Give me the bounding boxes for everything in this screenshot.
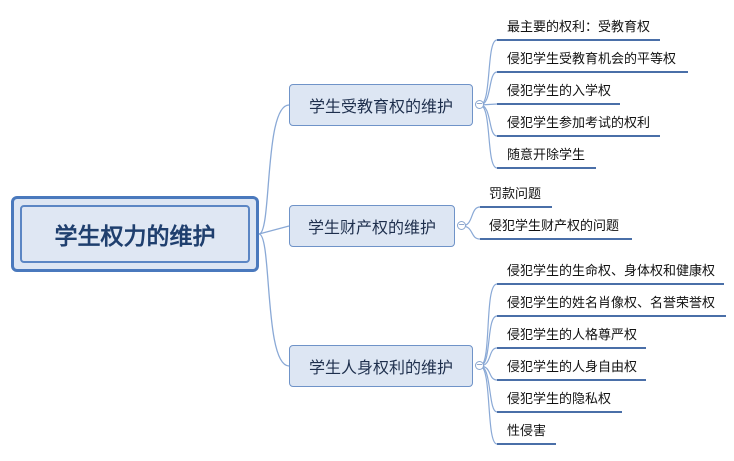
branch-node-property-rights[interactable]: 学生财产权的维护 — [289, 205, 455, 247]
leaf-node[interactable]: 侵犯学生的隐私权 — [507, 392, 612, 407]
leaf-node[interactable]: 侵犯学生的姓名肖像权、名誉荣誉权 — [507, 296, 716, 311]
leaf-node[interactable]: 性侵害 — [507, 424, 547, 439]
leaf-node[interactable]: 最主要的权利：受教育权 — [507, 20, 651, 35]
leaf-node[interactable]: 侵犯学生参加考试的权利 — [507, 116, 651, 131]
collapse-toggle-icon[interactable]: − — [475, 99, 484, 109]
leaf-node[interactable]: 随意开除学生 — [507, 148, 586, 163]
branch-node-education-rights[interactable]: 学生受教育权的维护 — [289, 84, 473, 126]
root-node[interactable]: 学生权力的维护 — [11, 196, 259, 272]
root-node-label: 学生权力的维护 — [20, 205, 250, 263]
leaf-node[interactable]: 侵犯学生的入学权 — [507, 84, 612, 99]
branch-label: 学生财产权的维护 — [307, 218, 436, 237]
branch-label: 学生受教育权的维护 — [308, 97, 453, 116]
branch-node-personal-rights[interactable]: 学生人身权利的维护 — [289, 345, 473, 387]
branch-label: 学生人身权利的维护 — [308, 358, 453, 377]
leaf-node[interactable]: 侵犯学生财产权的问题 — [489, 219, 620, 234]
leaf-node[interactable]: 侵犯学生的生命权、身体权和健康权 — [507, 264, 716, 279]
leaf-node[interactable]: 侵犯学生的人身自由权 — [507, 360, 638, 375]
collapse-toggle-icon[interactable]: − — [457, 220, 466, 230]
collapse-toggle-icon[interactable]: − — [475, 360, 484, 370]
leaf-node[interactable]: 侵犯学生的人格尊严权 — [507, 328, 638, 343]
leaf-node[interactable]: 侵犯学生受教育机会的平等权 — [507, 52, 677, 67]
leaf-node[interactable]: 罚款问题 — [489, 187, 542, 202]
